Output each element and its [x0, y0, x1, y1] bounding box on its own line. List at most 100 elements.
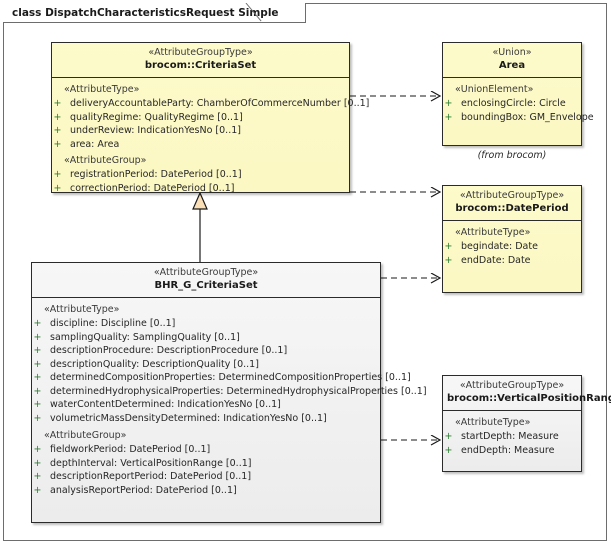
attribute-text: discipline: Discipline [0..1]	[50, 318, 176, 329]
class-box-bhr-g-criteriaset[interactable]: «AttributeGroupType» BHR_G_CriteriaSet «…	[31, 262, 427, 523]
attribute-text: volumetricMassDensityDetermined: Indicat…	[50, 412, 327, 424]
section-label-attributegroup: «AttributeGroup»	[64, 155, 147, 166]
attribute-text: begindate: Date	[461, 241, 538, 252]
attribute-row[interactable]: + underReview: IndicationYesNo [0..1]	[52, 124, 349, 138]
class-header-criteriaset: «AttributeGroupType» brocom::CriteriaSet	[52, 43, 349, 78]
class-body-area: «UnionElement» + enclosingCircle: Circle…	[443, 78, 594, 130]
section-label-attributegroup: «AttributeGroup»	[44, 430, 127, 441]
visibility-marker: +	[33, 399, 42, 410]
attribute-row[interactable]: + boundingBox: GM_Envelope	[443, 111, 594, 125]
attribute-text: determinedCompositionProperties: Determi…	[50, 372, 411, 383]
attribute-row[interactable]: + determinedHydrophysicalProperties: Det…	[32, 385, 427, 399]
visibility-marker: +	[33, 345, 42, 356]
section-label-unionelement: «UnionElement»	[455, 84, 534, 95]
class-box-criteriaset[interactable]: «AttributeGroupType» brocom::CriteriaSet…	[51, 42, 369, 194]
class-header-verticalpositionrange: «AttributeGroupType» brocom::VerticalPos…	[443, 376, 611, 411]
visibility-marker: +	[33, 471, 42, 482]
attribute-row[interactable]: + waterContentDetermined: IndicationYesN…	[32, 398, 380, 412]
class-name: brocom::VerticalPositionRange	[447, 393, 611, 404]
attribute-row[interactable]: + volumetricMassDensityDetermined: Indic…	[32, 412, 380, 426]
attribute-text: descriptionReportPeriod: DatePeriod [0..…	[50, 471, 252, 482]
visibility-marker: +	[53, 98, 62, 109]
visibility-marker: +	[33, 444, 42, 455]
attribute-text: analysisReportPeriod: DatePeriod [0..1]	[50, 484, 237, 496]
package-note-area: (from brocom)	[477, 150, 547, 161]
visibility-marker: +	[33, 358, 42, 370]
attribute-row[interactable]: + begindate: Date	[443, 240, 581, 254]
attribute-text: determinedHydrophysicalProperties: Deter…	[50, 385, 427, 397]
visibility-marker: +	[53, 125, 62, 136]
visibility-marker: +	[33, 484, 42, 496]
attribute-row[interactable]: + correctionPeriod: DatePeriod [0..1]	[52, 182, 349, 196]
visibility-marker: +	[53, 169, 62, 180]
visibility-marker: +	[444, 254, 453, 266]
attribute-row[interactable]: + descriptionQuality: DescriptionQuality…	[32, 358, 380, 372]
visibility-marker: +	[33, 457, 42, 469]
attribute-row[interactable]: + registrationPeriod: DatePeriod [0..1]	[52, 168, 349, 182]
class-name: brocom::DatePeriod	[455, 203, 569, 214]
visibility-marker: +	[444, 111, 453, 123]
class-box-verticalpositionrange[interactable]: «AttributeGroupType» brocom::VerticalPos…	[442, 375, 611, 472]
visibility-marker: +	[33, 372, 42, 383]
class-name: BHR_G_CriteriaSet	[154, 280, 258, 291]
attribute-row[interactable]: + fieldworkPeriod: DatePeriod [0..1]	[32, 443, 380, 457]
visibility-marker: +	[444, 444, 453, 456]
attribute-text: boundingBox: GM_Envelope	[461, 111, 594, 123]
attribute-row[interactable]: + descriptionProcedure: DescriptionProce…	[32, 344, 380, 358]
attribute-text: fieldworkPeriod: DatePeriod [0..1]	[50, 444, 211, 455]
attribute-text: qualityRegime: QualityRegime [0..1]	[70, 111, 243, 123]
section-label-attributetype: «AttributeType»	[455, 417, 531, 428]
diagram-title: class DispatchCharacteristicsRequest Sim…	[12, 6, 279, 19]
attribute-row[interactable]: + determinedCompositionProperties: Deter…	[32, 371, 411, 385]
section-label-attributetype: «AttributeType»	[455, 227, 531, 238]
attribute-row[interactable]: + area: Area	[52, 138, 349, 152]
class-body-criteriaset: «AttributeType» + deliveryAccountablePar…	[52, 78, 370, 201]
attribute-row[interactable]: + endDepth: Measure	[443, 444, 581, 458]
class-box-area[interactable]: «Union» Area «UnionElement» + enclosingC…	[442, 42, 594, 146]
attribute-row[interactable]: + analysisReportPeriod: DatePeriod [0..1…	[32, 484, 380, 498]
class-header-dateperiod: «AttributeGroupType» brocom::DatePeriod	[443, 186, 581, 221]
section-label-attributetype: «AttributeType»	[64, 84, 140, 95]
visibility-marker: +	[444, 98, 453, 109]
class-header-area: «Union» Area	[443, 43, 581, 78]
attribute-row[interactable]: + startDepth: Measure	[443, 430, 581, 444]
attribute-text: startDepth: Measure	[461, 431, 559, 442]
attribute-row[interactable]: + endDate: Date	[443, 254, 581, 268]
attribute-text: endDate: Date	[461, 254, 531, 266]
class-name: brocom::CriteriaSet	[144, 60, 257, 71]
attribute-row[interactable]: + discipline: Discipline [0..1]	[32, 317, 380, 331]
attribute-row[interactable]: + descriptionReportPeriod: DatePeriod [0…	[32, 470, 380, 484]
attribute-text: deliveryAccountableParty: ChamberOfComme…	[70, 98, 370, 109]
class-stereotype: «AttributeGroupType»	[153, 267, 259, 278]
class-body-bhr-g-criteriaset: «AttributeType» + discipline: Discipline…	[32, 298, 427, 503]
attribute-row[interactable]: + qualityRegime: QualityRegime [0..1]	[52, 111, 349, 125]
attribute-text: correctionPeriod: DatePeriod [0..1]	[70, 182, 235, 194]
class-stereotype: «Union»	[492, 47, 532, 58]
class-stereotype: «AttributeGroupType»	[148, 47, 253, 58]
class-body-dateperiod: «AttributeType» + begindate: Date + endD…	[443, 221, 581, 273]
visibility-marker: +	[33, 318, 42, 329]
visibility-marker: +	[444, 431, 453, 442]
class-stereotype: «AttributeGroupType»	[459, 380, 565, 391]
class-name: Area	[498, 60, 526, 71]
attribute-text: waterContentDetermined: IndicationYesNo …	[50, 399, 281, 410]
attribute-text: area: Area	[70, 138, 120, 150]
class-box-dateperiod[interactable]: «AttributeGroupType» brocom::DatePeriod …	[442, 185, 582, 293]
attribute-text: descriptionQuality: DescriptionQuality […	[50, 358, 259, 370]
attribute-text: endDepth: Measure	[461, 444, 555, 456]
class-stereotype: «AttributeGroupType»	[459, 190, 565, 201]
attribute-text: enclosingCircle: Circle	[461, 98, 566, 109]
visibility-marker: +	[444, 241, 453, 252]
attribute-text: samplingQuality: SamplingQuality [0..1]	[50, 331, 240, 343]
diagram-title-tab: class DispatchCharacteristicsRequest Sim…	[3, 3, 306, 23]
section-label-attributetype: «AttributeType»	[44, 304, 120, 315]
class-body-verticalpositionrange: «AttributeType» + startDepth: Measure + …	[443, 411, 581, 463]
class-header-bhr-g-criteriaset: «AttributeGroupType» BHR_G_CriteriaSet	[32, 263, 380, 298]
visibility-marker: +	[33, 385, 42, 397]
attribute-row[interactable]: + samplingQuality: SamplingQuality [0..1…	[32, 331, 380, 345]
attribute-row[interactable]: + depthInterval: VerticalPositionRange […	[32, 457, 380, 471]
attribute-row[interactable]: + deliveryAccountableParty: ChamberOfCom…	[52, 97, 370, 111]
attribute-row[interactable]: + enclosingCircle: Circle	[443, 97, 581, 111]
visibility-marker: +	[53, 111, 62, 123]
visibility-marker: +	[53, 138, 62, 150]
